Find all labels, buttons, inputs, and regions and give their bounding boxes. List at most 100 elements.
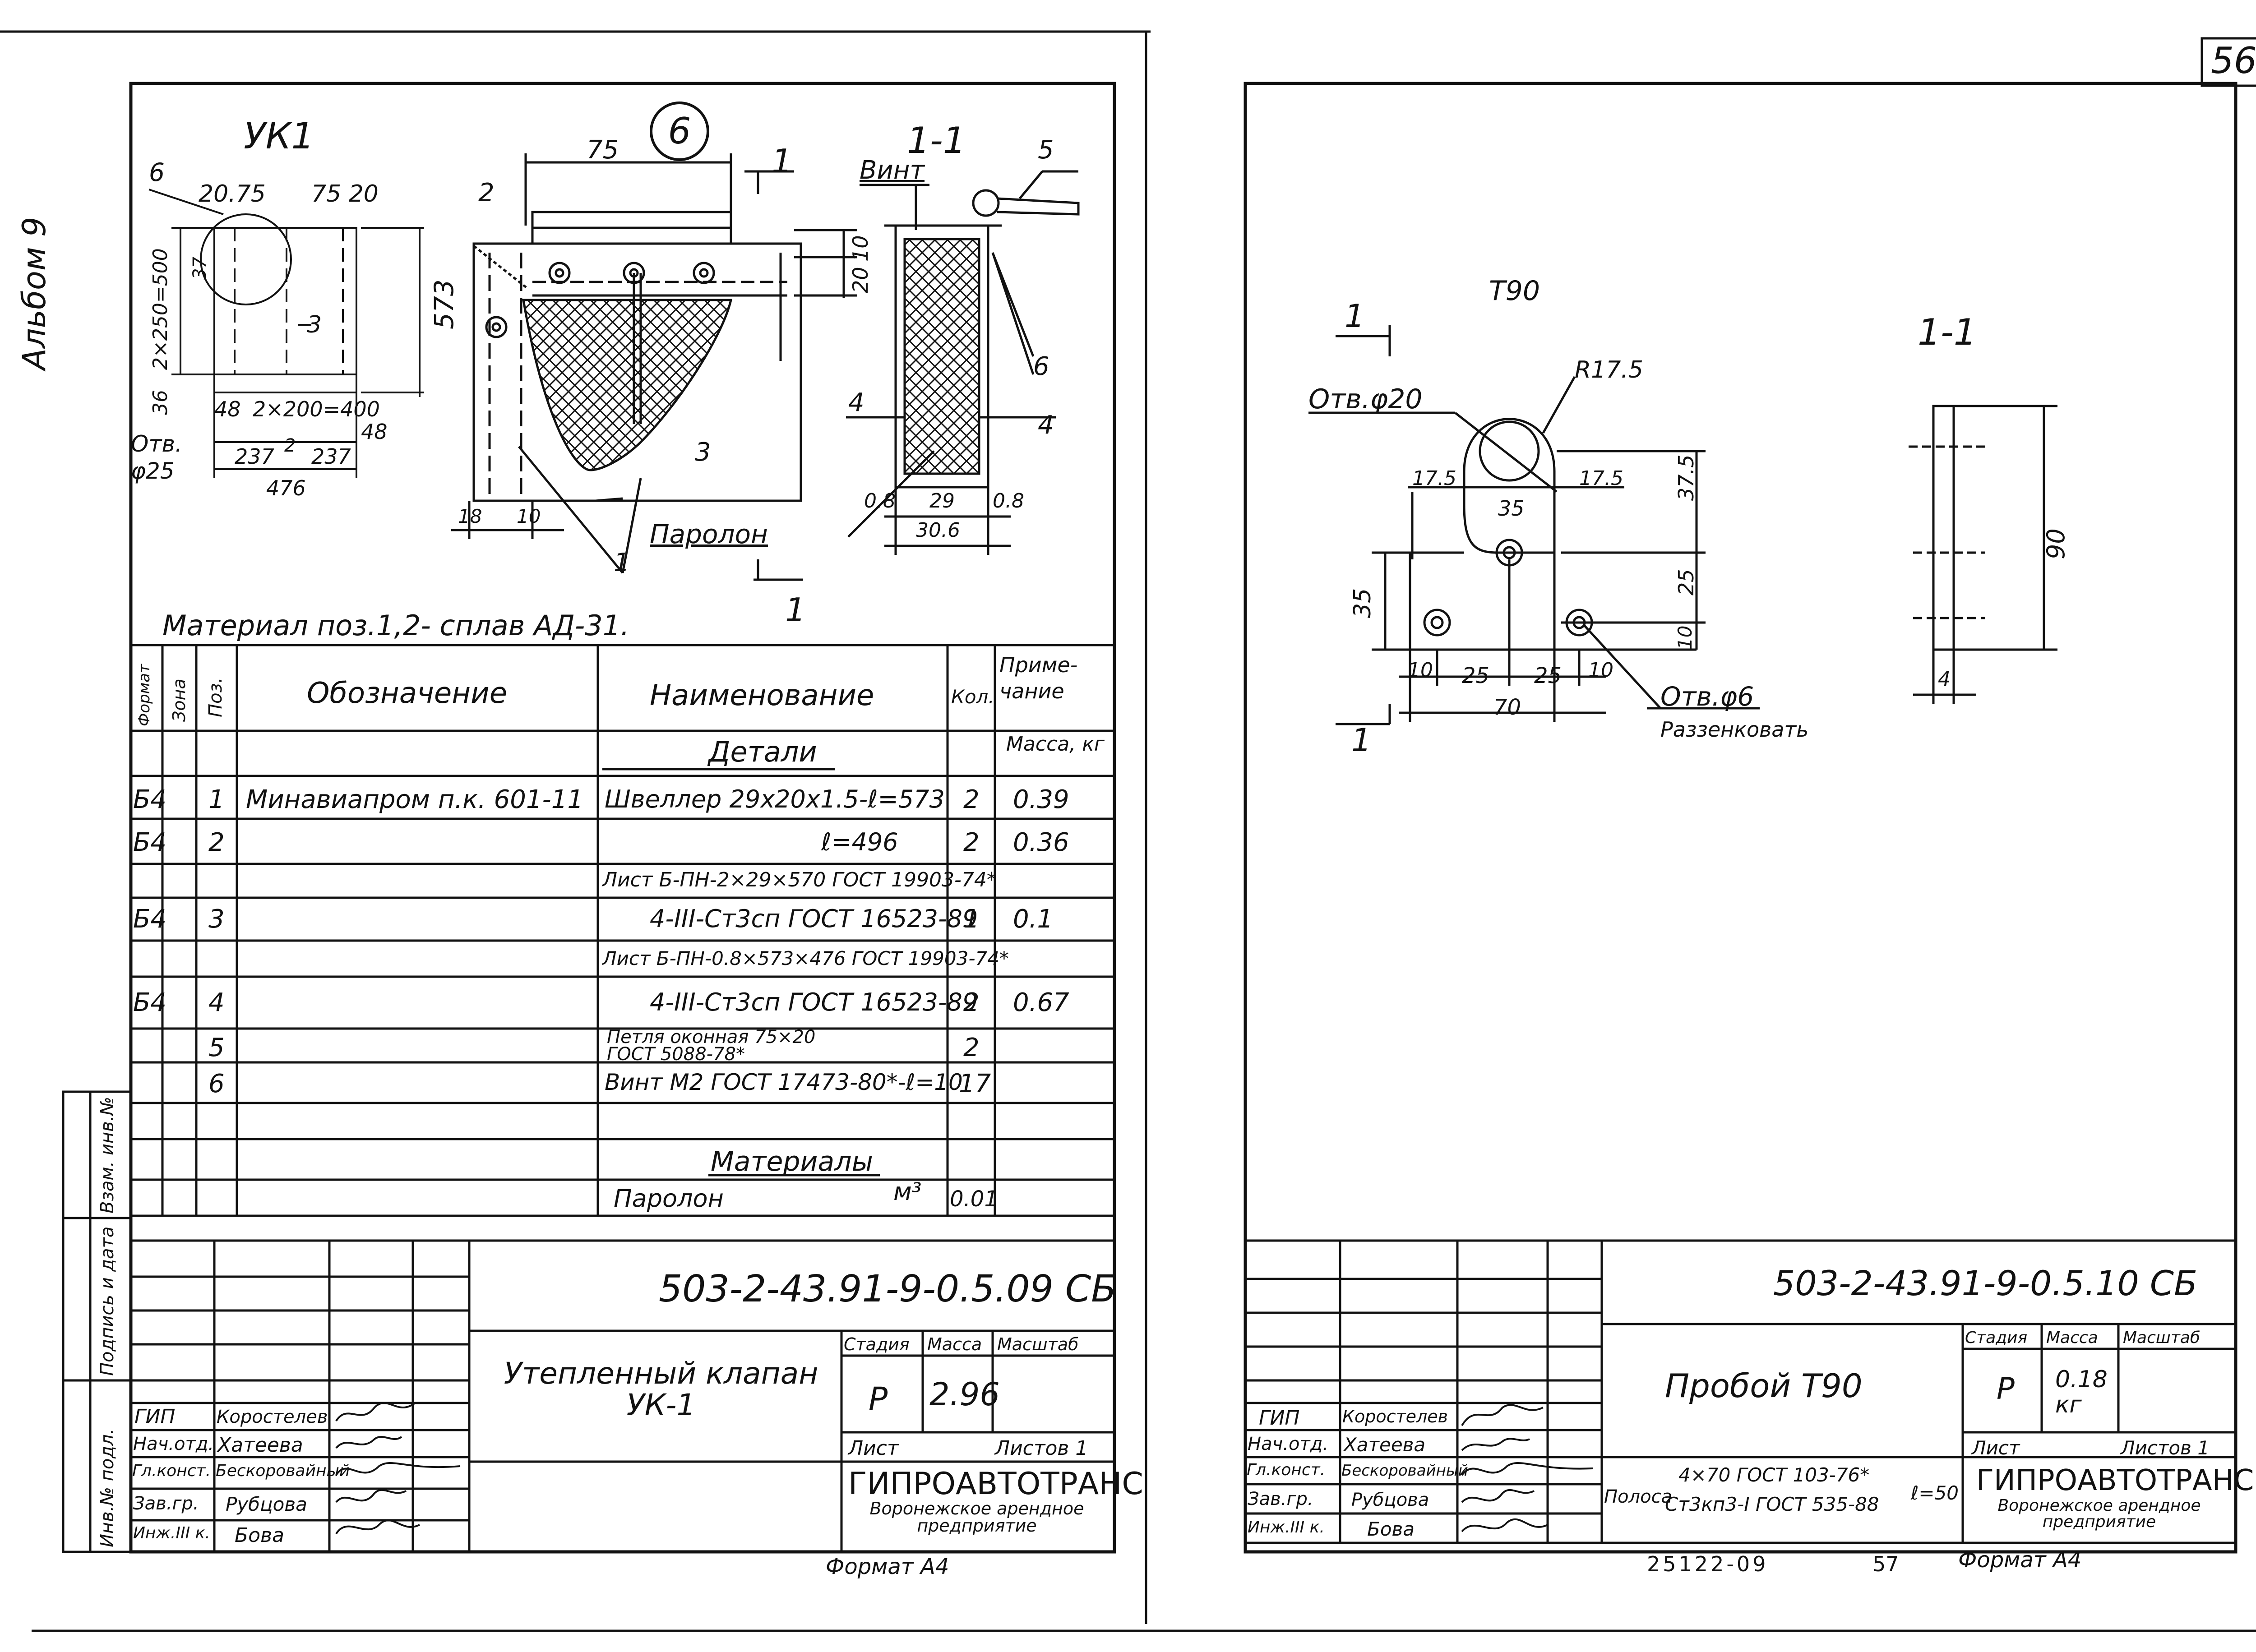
- right-material-a: Полоса: [1604, 1486, 1673, 1507]
- cut-1-bottom: 1: [785, 591, 806, 629]
- left-mass: 2.96: [929, 1376, 1000, 1413]
- dim-20-75: 20.75: [199, 180, 266, 208]
- page-number: 56: [2211, 40, 2256, 82]
- section-details: Детали: [708, 735, 817, 768]
- right-name-glkonst: Бескоровайный: [1341, 1462, 1468, 1480]
- left-name-zavgr: Рубцова: [226, 1493, 307, 1515]
- dim-10-vert: 10: [1674, 625, 1696, 650]
- row4-pos: 3: [208, 904, 225, 934]
- part-t90: [1308, 325, 1760, 725]
- right-name-zavgr: Рубцова: [1351, 1490, 1429, 1510]
- pos-5: 5: [1038, 135, 1054, 165]
- right-drawing-code: 503-2-43.91-9-0.5.10 СБ: [1773, 1263, 2198, 1303]
- row6-note: 0.67: [1013, 988, 1069, 1017]
- row7-pos: 5: [208, 1033, 225, 1062]
- left-signatures: [335, 1402, 461, 1535]
- left-drawing-code: 503-2-43.91-9-0.5.09 СБ: [659, 1268, 1117, 1311]
- left-sheet-header: Лист: [848, 1437, 899, 1460]
- hole-6: Отв.φ6: [1660, 681, 1754, 712]
- cut-1-top: 1: [772, 142, 792, 180]
- right-stage-header: Стадия: [1965, 1329, 2028, 1347]
- left-format: Формат А4: [826, 1554, 949, 1579]
- dim-90: 90: [2042, 528, 2070, 559]
- right-role-gip: ГИП: [1259, 1407, 1300, 1430]
- right-role-nach: Нач.отд.: [1248, 1434, 1329, 1454]
- left-sheets-header: Листов 1: [995, 1437, 1088, 1460]
- row1-note: 0.39: [1013, 785, 1069, 814]
- right-name-gip: Коростелев: [1342, 1407, 1448, 1426]
- row8-qty: 17: [959, 1069, 991, 1098]
- right-drawing-title: Пробой Т90: [1665, 1367, 1863, 1405]
- row1-pos: 1: [208, 785, 225, 814]
- right-format: Формат А4: [1958, 1547, 2082, 1573]
- left-mass-header: Масса: [927, 1334, 982, 1354]
- right-org-sub: Воронежское арендное предприятие: [1997, 1496, 2201, 1531]
- dim-573: 573: [429, 279, 459, 329]
- stamp-podpis: Подпись и дата: [97, 1226, 118, 1376]
- pos-6-section: 6: [1033, 352, 1049, 381]
- row2-note: 0.36: [1013, 828, 1069, 857]
- pos-2-middle: 2: [478, 178, 495, 208]
- dim-30-6: 30.6: [916, 519, 960, 542]
- row4-note: 0.1: [1013, 904, 1054, 934]
- left-role-nach: Нач.отд.: [133, 1434, 214, 1454]
- dim-237a: 237: [235, 444, 274, 469]
- row6-format: Б4: [133, 988, 167, 1017]
- left-stage: Р: [869, 1380, 888, 1417]
- row8-pos: 6: [208, 1069, 225, 1098]
- pos-4a: 4: [848, 388, 864, 417]
- right-name-inzh: Бова: [1367, 1518, 1415, 1540]
- row11-qty: 0.01: [950, 1186, 998, 1212]
- right-bottom-code: 25122-09: [1647, 1552, 1769, 1576]
- countersink-note: Раззенковать: [1660, 717, 1809, 742]
- left-role-zavgr: Зав.гр.: [133, 1493, 199, 1514]
- middle-view: [451, 153, 857, 581]
- t90-cut-b: 1: [1351, 722, 1372, 759]
- dim-2x200: 2×200=400: [253, 397, 380, 421]
- left-role-gip: ГИП: [134, 1405, 176, 1428]
- row2-qty: 2: [963, 828, 980, 857]
- right-org: ГИПРОАВТОТРАНС: [1976, 1464, 2254, 1497]
- row8-name: Винт М2 ГОСТ 17473-80*-ℓ=10: [605, 1069, 963, 1095]
- dim-35-top: 35: [1498, 496, 1525, 521]
- right-material-d: ℓ=50: [1911, 1482, 1959, 1504]
- right-material-b: 4×70 ГОСТ 103-76*: [1678, 1464, 1870, 1486]
- dim-237b: 237: [311, 444, 351, 469]
- row10-name: Материалы: [711, 1146, 873, 1177]
- left-name-glkonst: Бескоровайный: [216, 1462, 350, 1480]
- right-mass-header: Масса: [2046, 1329, 2098, 1347]
- pos-1-middle: 1: [614, 548, 630, 577]
- pos-6-front: 6: [149, 158, 165, 187]
- row1-designation: Минавиапром п.к. 601-11: [246, 785, 584, 814]
- row6-name: 4-III-Ст3сп ГОСТ 16523-89: [650, 988, 978, 1016]
- dim-2x250: 2×250=500: [149, 248, 172, 370]
- dim-25-vert: 25: [1674, 569, 1698, 595]
- left-name-nach: Хатеева: [217, 1434, 303, 1457]
- left-role-glkonst: Гл.конст.: [132, 1462, 211, 1480]
- stamp-vzam: Взам. инв.№: [97, 1097, 118, 1214]
- t90-section: [1909, 405, 2057, 704]
- row2-format: Б4: [133, 828, 167, 857]
- row3-name: Лист Б-ПН-2×29×570 ГОСТ 19903-74*: [602, 868, 997, 891]
- right-scale-header: Масштаб: [2123, 1329, 2201, 1347]
- dim-17-5a: 17.5: [1412, 467, 1456, 490]
- row11-unit: м³: [893, 1177, 922, 1206]
- left-org: ГИПРОАВТОТРАНС: [848, 1466, 1143, 1502]
- left-drawing-title: Утепленный клапан УК-1: [504, 1356, 818, 1422]
- dim-2: 2: [284, 435, 296, 456]
- dim-37-5: 37.5: [1674, 454, 1698, 501]
- pos-4b: 4: [1038, 411, 1054, 440]
- row5-name: Лист Б-ПН-0.8×573×476 ГОСТ 19903-74*: [602, 947, 1009, 969]
- left-org-sub: Воронежское арендное предприятие: [869, 1499, 1084, 1536]
- col-name: Наименование: [650, 679, 874, 712]
- stamp-inv: Инв.№ подл.: [97, 1428, 118, 1547]
- col-note: Приме-чание: [999, 653, 1078, 703]
- dim-08b: 0.8: [993, 489, 1024, 512]
- dim-17-5b: 17.5: [1579, 467, 1623, 490]
- view-title-uk1: УК1: [244, 115, 314, 157]
- dim-75-20: 75 20: [311, 180, 379, 208]
- dim-20-middle: 20: [848, 267, 873, 293]
- row2-pos: 2: [208, 828, 225, 857]
- row6-qty: 2: [963, 988, 980, 1017]
